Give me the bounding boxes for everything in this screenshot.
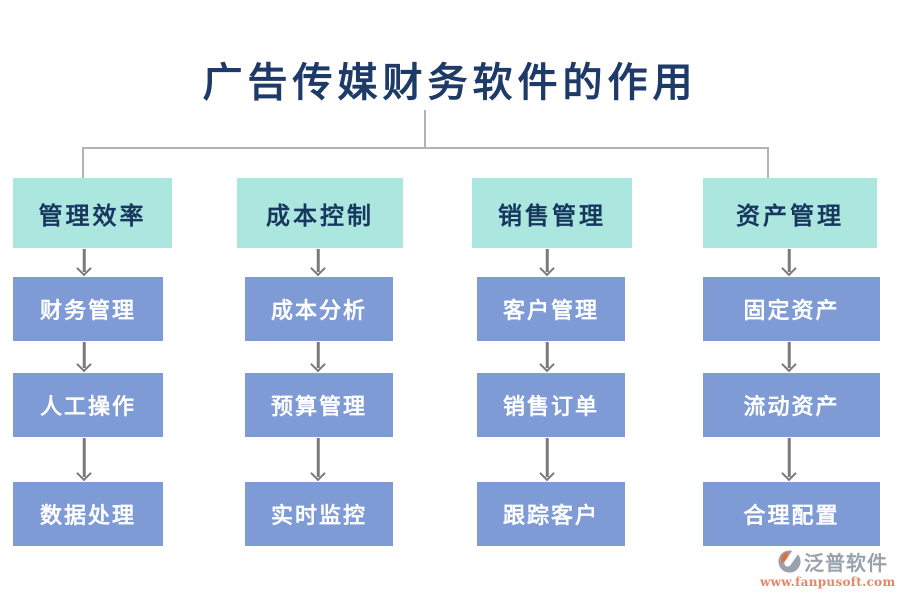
connector-drop-left — [82, 148, 84, 178]
header-box-sales-management: 销售管理 — [472, 178, 632, 248]
down-arrow-icon — [76, 342, 92, 372]
connector-riser — [424, 110, 426, 148]
page-title: 广告传媒财务软件的作用 — [202, 59, 698, 106]
down-arrow-icon — [76, 249, 92, 276]
item-box-customer-management: 客户管理 — [477, 277, 625, 341]
logo-url[interactable]: www.fanpusoft.com — [760, 575, 896, 589]
item-box-data-processing: 数据处理 — [13, 482, 163, 546]
down-arrow-icon — [310, 342, 326, 372]
fanpu-logo-icon — [778, 548, 801, 573]
down-arrow-icon — [781, 342, 797, 372]
header-box-asset-management: 资产管理 — [703, 178, 877, 248]
header-box-cost-control: 成本控制 — [237, 178, 403, 248]
down-arrow-icon — [539, 438, 555, 481]
connector-horizontal — [82, 147, 769, 149]
item-box-fixed-assets: 固定资产 — [703, 277, 880, 341]
fanpu-watermark: 泛普软件 www.fanpusoft.com — [760, 548, 896, 589]
down-arrow-icon — [539, 342, 555, 372]
down-arrow-icon — [539, 249, 555, 276]
connector-drop-right — [767, 148, 769, 178]
item-box-manual-operation: 人工操作 — [13, 373, 163, 437]
item-box-current-assets: 流动资产 — [703, 373, 880, 437]
item-box-financial-management: 财务管理 — [13, 277, 163, 341]
down-arrow-icon — [781, 249, 797, 276]
header-box-management-efficiency: 管理效率 — [13, 178, 172, 248]
item-box-sales-order: 销售订单 — [477, 373, 625, 437]
down-arrow-icon — [76, 438, 92, 481]
logo-brand-text: 泛普软件 — [804, 550, 888, 575]
item-box-realtime-monitoring: 实时监控 — [245, 482, 393, 546]
down-arrow-icon — [310, 438, 326, 481]
item-box-budget-management: 预算管理 — [245, 373, 393, 437]
item-box-reasonable-allocation: 合理配置 — [703, 482, 880, 546]
down-arrow-icon — [781, 438, 797, 481]
item-box-customer-tracking: 跟踪客户 — [477, 482, 625, 546]
down-arrow-icon — [310, 249, 326, 276]
item-box-cost-analysis: 成本分析 — [245, 277, 393, 341]
